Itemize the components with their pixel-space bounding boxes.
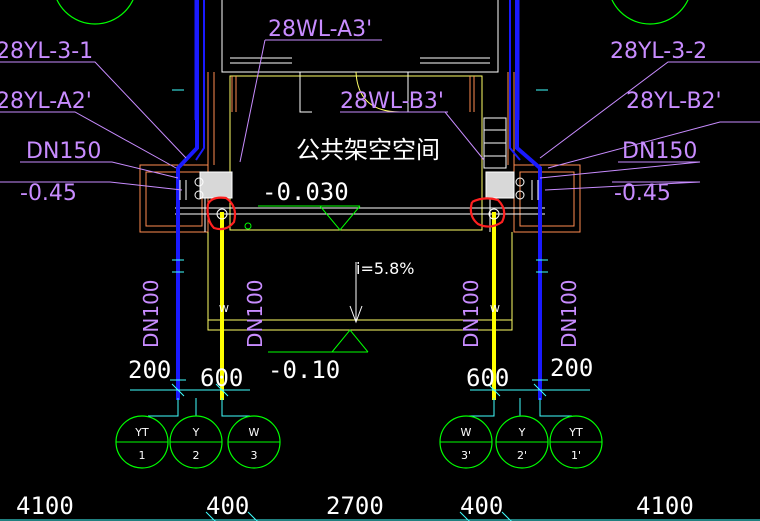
drain-pipes bbox=[220, 212, 496, 400]
rainwater-pipes bbox=[176, 0, 542, 400]
bottom-dimensions: 4100 400 2700 400 4100 bbox=[16, 492, 694, 520]
callout-bottom-text: 1 bbox=[139, 449, 146, 462]
callout-bottom-text: 3 bbox=[251, 449, 258, 462]
dim-left-200: 200 bbox=[128, 356, 171, 384]
callout-leaders bbox=[148, 398, 572, 417]
callout-circle: W 3' bbox=[439, 415, 493, 469]
label-right-dn: DN150 bbox=[622, 139, 697, 164]
leader-lines bbox=[0, 39, 760, 191]
highlight-right bbox=[469, 197, 506, 228]
callout-circle: W3 bbox=[227, 415, 281, 469]
callout-bottom-text: 2 bbox=[193, 449, 200, 462]
label-left-pipe-2: 28YL-A2' bbox=[0, 89, 92, 114]
highlight-left bbox=[206, 196, 237, 231]
callout-circle: YT 1 bbox=[115, 415, 169, 469]
dn100-label-4: DN100 bbox=[557, 279, 581, 348]
callout-circle: Y2 bbox=[169, 415, 223, 469]
callout-bottom-text: 1' bbox=[571, 449, 581, 462]
callout-top-text: Y bbox=[192, 426, 200, 439]
bottom-dimension-text: 400 bbox=[460, 492, 503, 520]
elevation-mark-floor: -0.030 bbox=[258, 178, 361, 231]
label-top-pipe-b: 28WL-B3' bbox=[340, 89, 444, 114]
elevation-mark-low: -0.10 bbox=[268, 329, 369, 384]
callout-circle: YT 1' bbox=[549, 415, 603, 469]
top-right-grid-circle bbox=[611, 0, 689, 25]
wall-mark-left: W bbox=[219, 304, 229, 315]
dn100-labels: DN100 DN100 DN100 DN100 bbox=[139, 279, 581, 348]
dn100-label-3: DN100 bbox=[459, 279, 483, 348]
dn100-label-2: DN100 bbox=[243, 279, 267, 348]
label-top-pipe-a: 28WL-A3' bbox=[268, 17, 372, 42]
pipe-markers bbox=[170, 89, 548, 381]
callout-bottom-text: 3' bbox=[461, 449, 471, 462]
room-name: 公共架空空间 bbox=[296, 136, 440, 164]
floor-elevation: -0.030 bbox=[262, 178, 349, 206]
dimension-lines bbox=[0, 383, 760, 521]
low-elevation: -0.10 bbox=[268, 356, 340, 384]
wall-mark-right: W bbox=[490, 304, 500, 315]
dim-right-600: 600 bbox=[466, 364, 509, 392]
bottom-dimension-text: 400 bbox=[206, 492, 249, 520]
wall-markers: W W bbox=[219, 304, 500, 315]
bottom-dimension-text: 2700 bbox=[326, 492, 384, 520]
bottom-dimension-text: 4100 bbox=[636, 492, 694, 520]
label-right-pipe-1: 28YL-3-2 bbox=[610, 39, 707, 64]
label-left-pipe-1: 28YL-3-1 bbox=[0, 39, 93, 64]
rainwater-pipes-thin bbox=[195, 0, 521, 161]
callout-bottom-text: 2' bbox=[517, 449, 527, 462]
slope-indicator: i=5.8% bbox=[349, 259, 415, 324]
pipe-labels: 28YL-3-1 28YL-A2' DN150 -0.45 28YL-3-2 2… bbox=[0, 17, 722, 206]
dim-left-600: 600 bbox=[200, 364, 243, 392]
callout-circle: Y 2' bbox=[495, 415, 549, 469]
label-right-elev: -0.45 bbox=[614, 181, 671, 206]
dn100-label-1: DN100 bbox=[139, 279, 163, 348]
callout-top-text: YT bbox=[134, 426, 149, 439]
callout-top-text: W bbox=[249, 426, 260, 439]
callout-top-text: YT bbox=[568, 426, 583, 439]
top-left-grid-circle bbox=[56, 0, 134, 25]
callout-top-text: Y bbox=[518, 426, 526, 439]
label-left-dn: DN150 bbox=[26, 139, 101, 164]
callout-top-text: W bbox=[461, 426, 472, 439]
dim-right-200: 200 bbox=[550, 354, 593, 382]
slope-text: i=5.8% bbox=[356, 259, 415, 278]
label-right-pipe-2: 28YL-B2' bbox=[626, 89, 722, 114]
lower-floor-area bbox=[207, 232, 513, 331]
dimension-texts: 200 600 600 200 bbox=[128, 354, 593, 392]
bottom-dimension-text: 4100 bbox=[16, 492, 74, 520]
label-left-elev: -0.45 bbox=[20, 181, 77, 206]
